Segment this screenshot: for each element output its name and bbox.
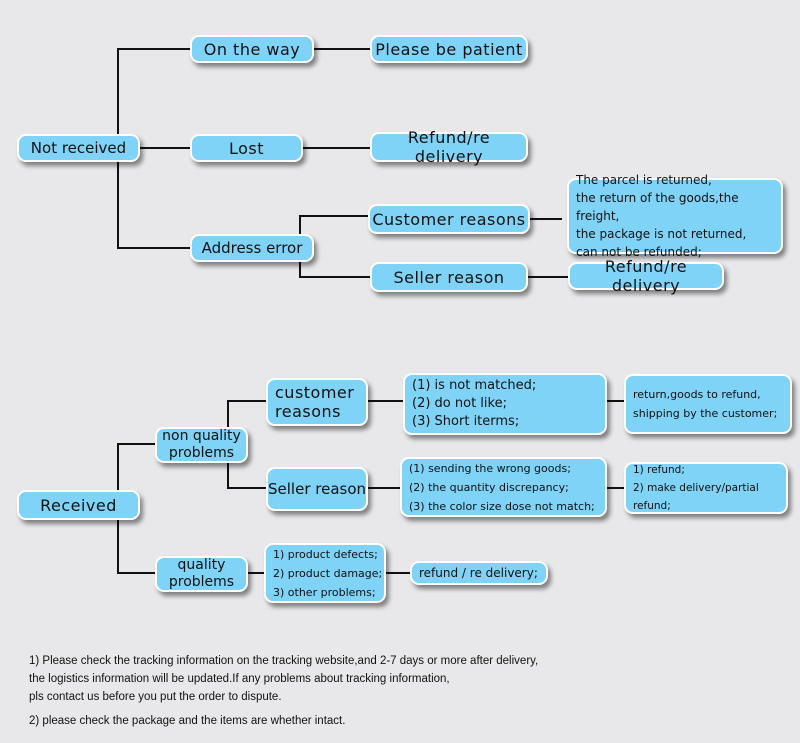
seller-reason-label: Seller reason (393, 267, 505, 287)
received-node: Received (17, 490, 140, 520)
connector (299, 215, 368, 238)
seller-reason-node: Seller reason (370, 262, 528, 292)
connector (117, 48, 190, 138)
customer-reasons-result-node: The parcel is returned, the return of th… (567, 173, 783, 259)
lost-node: Lost (190, 134, 303, 162)
seller-reason-detail-text: (1) sending the wrong goods; (2) the qua… (409, 461, 595, 513)
quality-detail-text: 1) product defects; 2) product damage; 3… (273, 547, 383, 599)
connector (299, 258, 370, 278)
quality-result-text: refund / re delivery; (419, 566, 538, 580)
quality-problems-node: quality problems (155, 556, 248, 592)
seller-reason-detail-node: (1) sending the wrong goods; (2) the qua… (400, 457, 607, 517)
customer-reasons-detail-node: (1) is not matched; (2) do not like; (3)… (403, 373, 607, 435)
note-2: 2) please check the package and the item… (29, 715, 346, 727)
non-quality-problems-label: non quality problems (162, 428, 241, 461)
customer-reasons-detail-text: (1) is not matched; (2) do not like; (3)… (412, 378, 537, 429)
customer-reasons-result2-text: return,goods to refund, shipping by the … (633, 388, 778, 420)
customer-reasons2-label: customer reasons (275, 383, 355, 421)
on-the-way-node: On the way (190, 35, 314, 63)
note-1: 1) Please check the tracking information… (29, 655, 539, 703)
customer-reasons-label: Customer reasons (372, 209, 526, 229)
address-error-label: Address error (201, 239, 303, 257)
non-quality-problems-node: non quality problems (155, 427, 248, 463)
connector (227, 400, 266, 433)
quality-result-node: refund / re delivery; (410, 561, 548, 585)
connector (227, 459, 266, 489)
footnotes: 1) Please check the tracking information… (29, 652, 589, 730)
on-the-way-label: On the way (203, 39, 301, 59)
lost-refund-label: Refund/re delivery (407, 128, 491, 166)
customer-reasons-result2-node: return,goods to refund, shipping by the … (624, 374, 792, 434)
customer-reasons-result-text: The parcel is returned, the return of th… (576, 173, 747, 259)
seller-reason-result-node: Refund/re delivery (568, 257, 724, 295)
customer-reasons2-node: customer reasons (266, 378, 368, 426)
connector (117, 158, 190, 249)
connector (117, 443, 155, 495)
seller-reason2-node: Seller reason (266, 467, 368, 511)
lost-refund-node: Refund/re delivery (370, 128, 528, 166)
address-error-node: Address error (190, 234, 314, 262)
received-label: Received (40, 495, 117, 515)
seller-reason2-label: Seller reason (268, 480, 367, 498)
customer-reasons-node: Customer reasons (368, 204, 530, 234)
please-be-patient-label: Please be patient (375, 39, 523, 59)
quality-problems-label: quality problems (168, 557, 235, 590)
seller-reason-result2-text: 1) refund; 2) make delivery/partial refu… (633, 464, 759, 512)
not-received-label: Not received (30, 139, 127, 157)
please-be-patient-node: Please be patient (370, 35, 528, 63)
quality-detail-node: 1) product defects; 2) product damage; 3… (264, 543, 386, 603)
connector (117, 515, 155, 574)
seller-reason-result2-node: 1) refund; 2) make delivery/partial refu… (624, 462, 788, 514)
seller-reason-result-label: Refund/re delivery (604, 257, 688, 295)
not-received-node: Not received (17, 134, 140, 162)
lost-label: Lost (228, 138, 265, 158)
